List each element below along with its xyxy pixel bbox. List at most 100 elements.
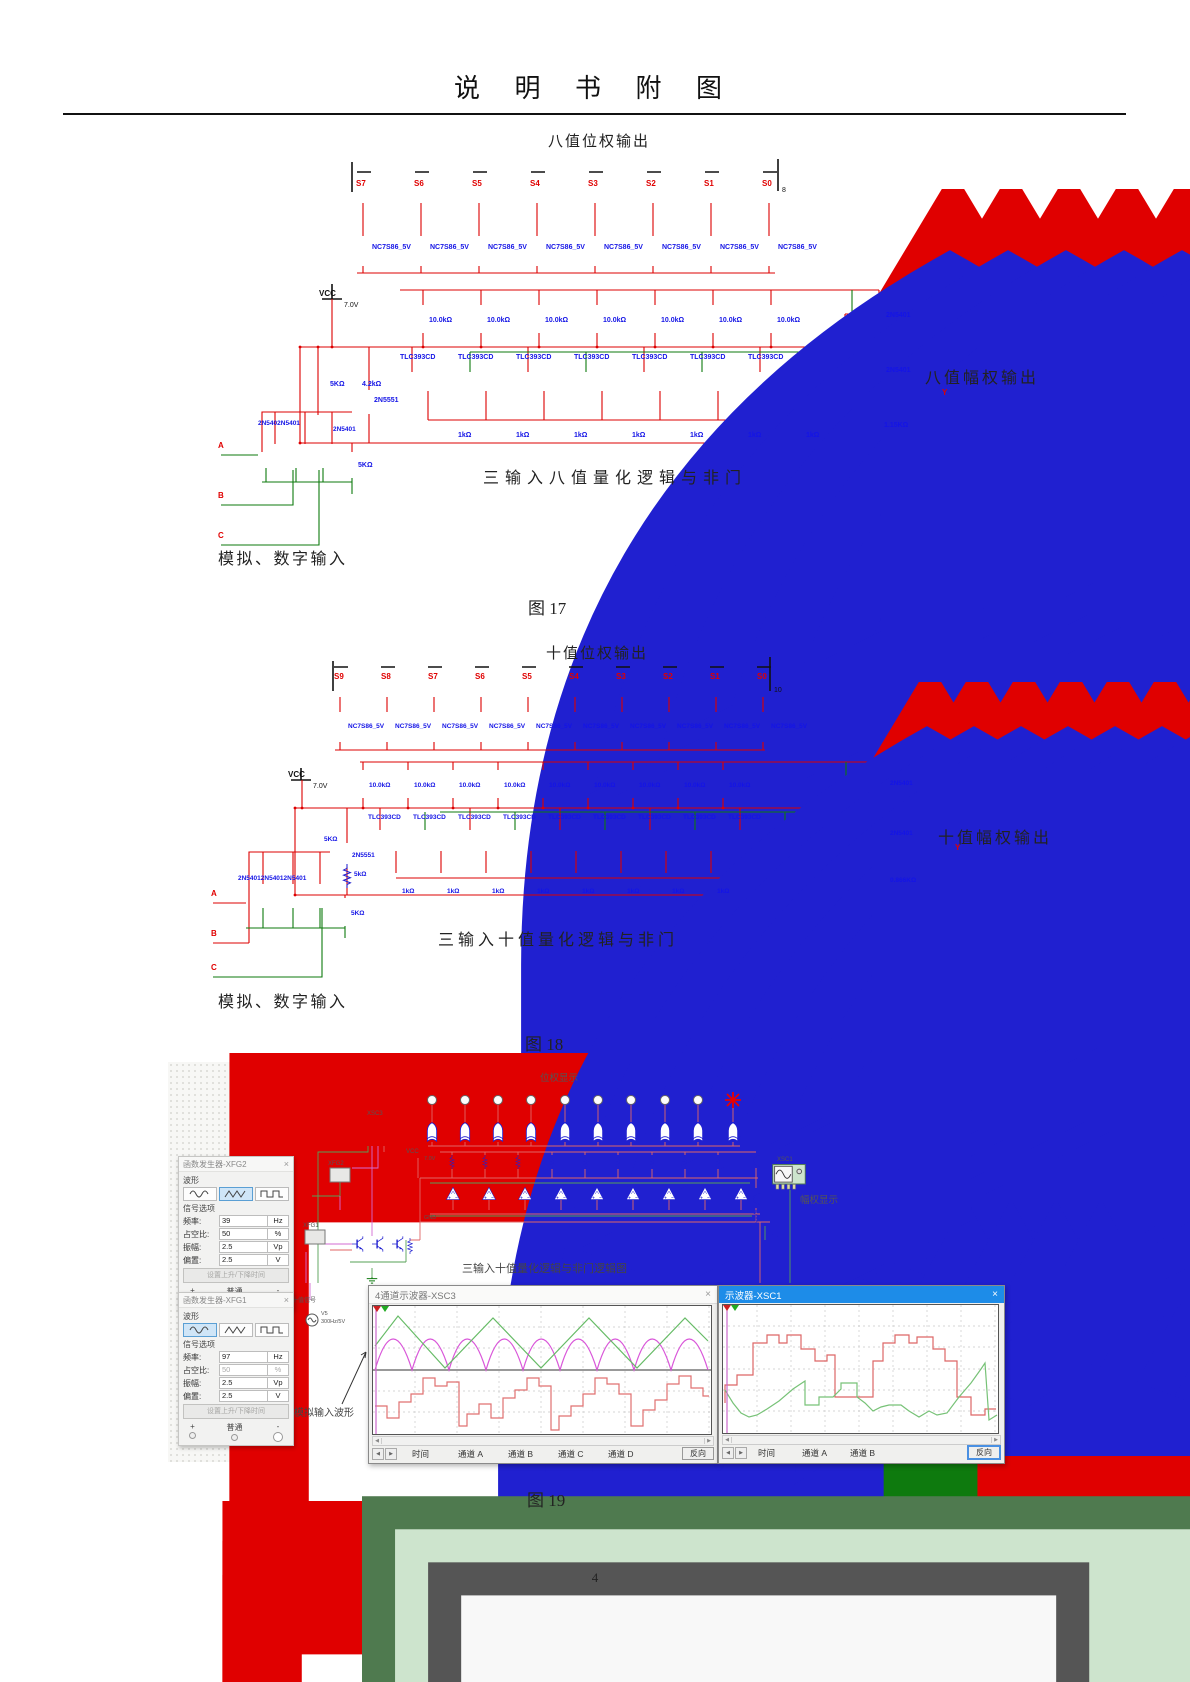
cursor-handle-icon[interactable] — [731, 1305, 739, 1311]
duty-unit: % — [268, 1364, 289, 1376]
xor-label: NC7S86_5V — [724, 723, 761, 730]
close-icon[interactable]: × — [705, 1289, 711, 1300]
close-icon[interactable]: × — [283, 1158, 289, 1169]
col-channel-b: 通道 B — [850, 1447, 876, 1458]
pullup-label: 10.0kΩ — [603, 317, 627, 324]
oscilloscope-instrument-icon[interactable] — [379, 1513, 1190, 1682]
offset-unit: V — [268, 1390, 289, 1402]
xor-gate-icon — [492, 1122, 504, 1142]
staircase-trace — [724, 1334, 996, 1416]
cursor-handle-icon[interactable] — [381, 1306, 389, 1312]
xsc1-title: 示波器-XSC1 — [725, 1290, 782, 1302]
triangle-wave-button[interactable] — [219, 1323, 253, 1337]
triangle-trace — [374, 1315, 709, 1369]
scroll-right-icon[interactable]: ▶ — [991, 1437, 1000, 1443]
r42k-label: 4.2kΩ — [362, 381, 382, 388]
s-label: S5 — [522, 672, 532, 681]
input-c-label: C — [218, 531, 224, 540]
offset-field[interactable]: 2.5 — [219, 1390, 268, 1402]
minus-terminal-icon[interactable] — [273, 1432, 283, 1442]
xor-gate-icon — [727, 1122, 739, 1142]
amp-unit: Vp — [268, 1241, 289, 1253]
close-icon[interactable]: × — [992, 1289, 998, 1300]
xor-label: NC7S86_5V — [442, 723, 479, 730]
amp-field[interactable]: 2.5 — [219, 1377, 268, 1389]
scroll-left-icon[interactable]: ◀ — [373, 1438, 382, 1444]
lamp-icon — [660, 1095, 670, 1105]
xsc1-graph — [722, 1304, 999, 1434]
rout-label: 0.866KΩ — [890, 877, 916, 884]
fig19-circuit: XSC3 XSC1 XFG2 XFG1 VCC 7.0V GND 十值信号 V5… — [292, 1092, 1190, 1682]
reverse-button[interactable]: 反向 — [682, 1447, 714, 1460]
xor-label: NC7S86_5V — [720, 244, 759, 251]
xsc1-waveforms — [723, 1305, 998, 1433]
input-c-label: C — [211, 963, 217, 972]
pullup-label: 10.0kΩ — [369, 782, 390, 789]
inst-xsc3-label: XSC3 — [367, 1111, 383, 1117]
s-label: S3 — [616, 672, 626, 681]
comparator-label: TLC393CD — [574, 354, 609, 361]
col-channel-a: 通道 A — [458, 1448, 484, 1459]
cursor-handle-icon[interactable] — [373, 1306, 381, 1312]
square-wave-button[interactable] — [255, 1323, 289, 1337]
smooth-trace — [724, 1361, 998, 1422]
col-channel-c: 通道 C — [558, 1448, 584, 1459]
reverse-button[interactable]: 反向 — [967, 1445, 1001, 1460]
xsc3-scrollbar[interactable]: ◀ ▶ — [372, 1436, 714, 1446]
function-generator-instrument-icon[interactable] — [329, 1167, 351, 1183]
s-label: S2 — [646, 179, 656, 188]
fig19-indicator-lamps — [427, 1092, 741, 1108]
nav-prev-button[interactable]: ◀ — [372, 1447, 384, 1460]
duty-field[interactable]: 50 — [219, 1228, 268, 1240]
plus-terminal-icon[interactable] — [189, 1432, 196, 1439]
xsc3-footer: ◀ ▶ 时间 通道 A 通道 B 通道 C 通道 D 反向 — [369, 1446, 717, 1461]
common-terminal-icon[interactable] — [231, 1434, 238, 1441]
vcc-value: 7.0V — [424, 1156, 436, 1162]
amp-field[interactable]: 2.5 — [219, 1241, 268, 1253]
fig18-bus-brackets — [291, 657, 771, 781]
xor-gate-icon — [692, 1122, 704, 1142]
pullup-label: 10.0kΩ — [459, 782, 480, 789]
set-rise-fall-button[interactable]: 设置上升/下降时间 — [183, 1268, 289, 1283]
s-label: S2 — [663, 672, 673, 681]
xfg1-title: 函数发生器-XFG1 — [183, 1295, 247, 1305]
scroll-left-icon[interactable]: ◀ — [723, 1437, 732, 1443]
y-output-label: Y — [942, 388, 948, 397]
xsc3-titlebar[interactable]: 4通道示波器-XSC3 × — [369, 1286, 717, 1304]
qo1-label: 2N5401 — [890, 780, 913, 787]
nav-prev-button[interactable]: ◀ — [722, 1446, 734, 1459]
scroll-right-icon[interactable]: ▶ — [704, 1438, 713, 1444]
nav-next-button[interactable]: ▶ — [735, 1446, 747, 1459]
xfg2-titlebar[interactable]: 函数发生器-XFG2 × — [179, 1157, 293, 1172]
xfg1-titlebar[interactable]: 函数发生器-XFG1 × — [179, 1293, 293, 1308]
xsc1-scrollbar[interactable]: ◀ ▶ — [722, 1435, 1001, 1445]
common-label: 普通 — [226, 1423, 243, 1432]
function-generator-instrument-icon[interactable] — [304, 1229, 326, 1245]
offset-field[interactable]: 2.5 — [219, 1254, 268, 1266]
close-icon[interactable]: × — [283, 1294, 289, 1305]
nav-next-button[interactable]: ▶ — [385, 1447, 397, 1460]
sine-wave-button[interactable] — [183, 1187, 217, 1201]
set-rise-fall-button[interactable]: 设置上升/下降时间 — [183, 1404, 289, 1419]
freq-field[interactable]: 39 — [219, 1215, 268, 1227]
comparator-label: TLC393CD — [458, 814, 491, 821]
input-a-label: A — [211, 889, 217, 898]
freq-field[interactable]: 97 — [219, 1351, 268, 1363]
comparator-label: TLC393CD — [400, 354, 435, 361]
cursor-handle-icon[interactable] — [723, 1305, 731, 1311]
s-label: S9 — [334, 672, 344, 681]
xfg2-signal-section: 信号选项 — [183, 1204, 215, 1213]
sine-wave-button[interactable] — [183, 1323, 217, 1337]
offset-label: 偏置: — [183, 1391, 202, 1401]
triangle-wave-button[interactable] — [219, 1187, 253, 1201]
square-wave-button[interactable] — [255, 1187, 289, 1201]
series-r-label: 1kΩ — [806, 432, 820, 439]
vcc-value: 7.0V — [313, 783, 328, 790]
pullup-label: 10.0kΩ — [639, 782, 660, 789]
xfg2-title: 函数发生器-XFG2 — [183, 1159, 247, 1169]
xsc1-titlebar[interactable]: 示波器-XSC1 × — [719, 1286, 1004, 1303]
series-r-label: 1kΩ — [627, 888, 639, 895]
